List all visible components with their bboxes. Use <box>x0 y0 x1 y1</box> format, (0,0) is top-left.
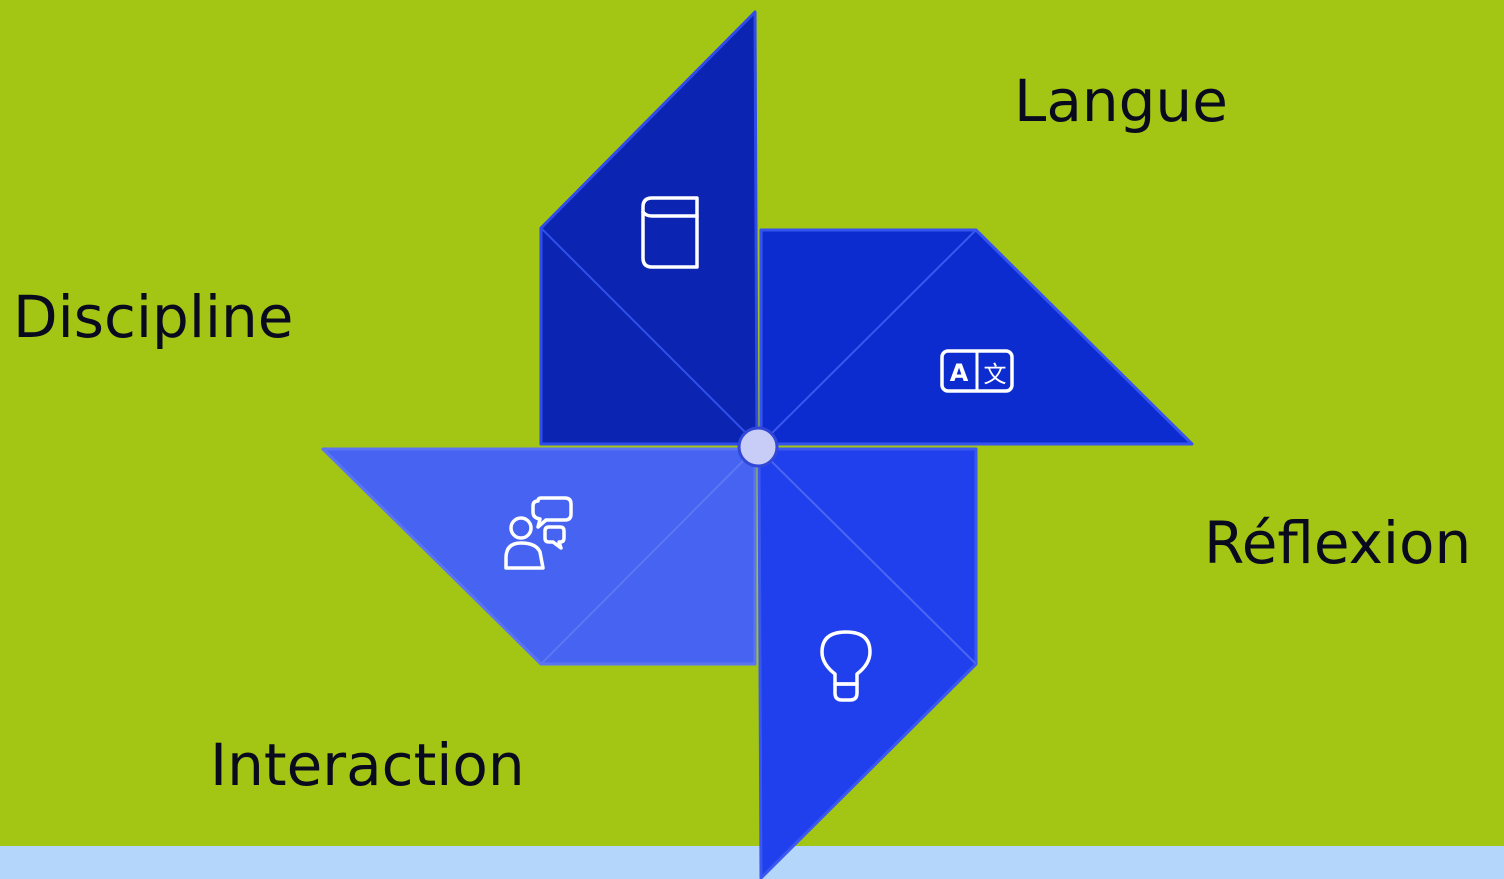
blade-top <box>539 10 759 446</box>
ground-strip <box>0 846 1504 879</box>
people-chat-icon <box>504 496 573 570</box>
translate-icon: A 文 <box>940 349 1014 393</box>
translate-glyph-latin: A <box>950 359 969 387</box>
book-icon <box>641 196 699 269</box>
label-langue: Langue <box>1014 67 1228 135</box>
pinwheel-hub <box>737 426 779 468</box>
blade-left <box>321 447 757 666</box>
translate-glyph-cjk: 文 <box>984 362 1007 388</box>
lightbulb-icon <box>820 630 872 702</box>
blade-right <box>759 228 1194 446</box>
label-interaction: Interaction <box>210 731 525 799</box>
label-discipline: Discipline <box>13 283 294 351</box>
label-reflexion: Réflexion <box>1204 509 1472 577</box>
